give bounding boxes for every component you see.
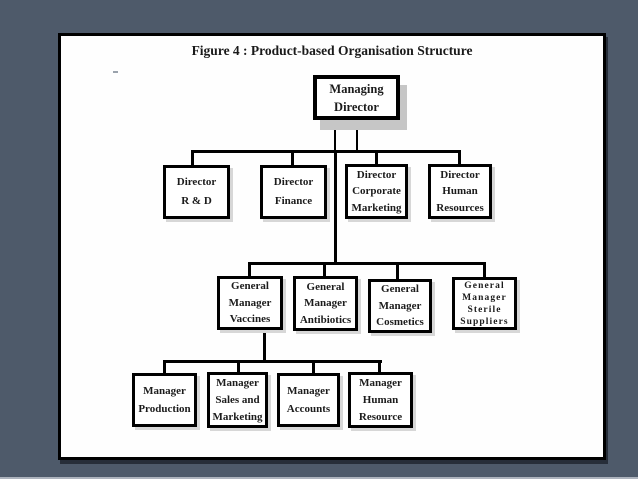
connector-vaccines-to-level4-vertical (263, 329, 266, 362)
node-line: Corporate (352, 185, 401, 198)
connector-stub-manager-human-resource (378, 360, 381, 373)
org-node-director-rd: Director R & D (163, 165, 230, 219)
org-node-director-corporate-marketing: Director Corporate Marketing (345, 164, 408, 219)
connector-md-drop-left (334, 118, 336, 152)
connector-stub-director-rd (191, 150, 194, 166)
org-node-gm-antibiotics: General Manager Antibiotics (293, 276, 358, 331)
node-line: Antibiotics (299, 313, 352, 326)
node-line: Cosmetics (376, 316, 424, 329)
node-line: Sales and (215, 393, 260, 406)
connector-stub-manager-production (163, 360, 166, 374)
org-node-gm-vaccines: General Manager Vaccines (217, 276, 283, 330)
org-node-manager-accounts: Manager Accounts (277, 373, 340, 427)
connector-stub-gm-vaccines (248, 262, 251, 277)
node-line: Manager (287, 385, 330, 397)
node-line: General (306, 280, 345, 293)
node-line: Manager (462, 292, 507, 303)
node-line: Manager (359, 376, 402, 389)
node-line: Manager (143, 385, 186, 397)
node-line: Director (356, 168, 397, 181)
node-line: General (231, 280, 269, 293)
connector-level4-horizontal (163, 360, 382, 363)
connector-stub-gm-antibiotics (323, 262, 326, 277)
node-line: Director (273, 176, 314, 188)
bottom-edge-highlight (0, 477, 638, 479)
org-node-manager-sales-marketing: Manager Sales and Marketing (207, 372, 268, 428)
org-node-director-human-resources: Director Human Resources (428, 164, 492, 219)
node-line: Director (176, 176, 217, 188)
org-node-director-finance: Director Finance (260, 165, 327, 219)
connector-md-drop-right (356, 118, 358, 152)
connector-level3-horizontal (248, 262, 486, 265)
node-line: General (381, 283, 419, 296)
node-line: Human (362, 393, 399, 406)
node-line: Suppliers (460, 316, 509, 327)
figure-title: Figure 4 : Product-based Organisation St… (191, 43, 473, 58)
node-line: Manager (228, 296, 272, 309)
node-line: Managing (329, 81, 384, 96)
node-line: Human (442, 185, 478, 198)
org-node-managing-director: Managing Director (313, 75, 400, 120)
connector-stub-director-human-resources (458, 150, 461, 165)
node-line: Manager (378, 299, 422, 312)
connector-stub-gm-cosmetics (396, 262, 399, 280)
node-line: Finance (274, 195, 313, 207)
node-line: Director (334, 99, 379, 114)
connector-level2-horizontal (191, 150, 461, 153)
node-line: Resources (436, 201, 484, 214)
node-line: Resource (358, 410, 403, 423)
node-line: R & D (181, 195, 212, 207)
node-line: Sterile (467, 304, 502, 315)
org-node-manager-production: Manager Production (132, 373, 197, 427)
node-line: Marketing (212, 410, 263, 423)
connector-stub-gm-sterile-suppliers (483, 262, 486, 278)
connector-stub-manager-sales-marketing (237, 360, 240, 373)
connector-stub-manager-accounts (312, 360, 315, 374)
node-line: Vaccines (229, 313, 271, 326)
connector-md-to-level3-vertical (334, 151, 337, 265)
org-node-gm-cosmetics: General Manager Cosmetics (368, 279, 432, 333)
node-line: Manager (304, 297, 347, 310)
connector-stub-director-corporate-marketing (375, 150, 378, 165)
node-line: Accounts (286, 403, 331, 415)
node-line: General (464, 280, 505, 291)
scan-artifact (113, 71, 118, 73)
connector-stub-director-finance (291, 150, 294, 166)
node-line: Production (138, 403, 191, 415)
org-node-gm-sterile-suppliers: General Manager Sterile Suppliers (452, 277, 517, 330)
node-line: Marketing (351, 201, 402, 214)
node-line: Manager (216, 376, 259, 389)
node-line: Director (440, 168, 480, 181)
org-node-manager-human-resource: Manager Human Resource (348, 372, 413, 428)
